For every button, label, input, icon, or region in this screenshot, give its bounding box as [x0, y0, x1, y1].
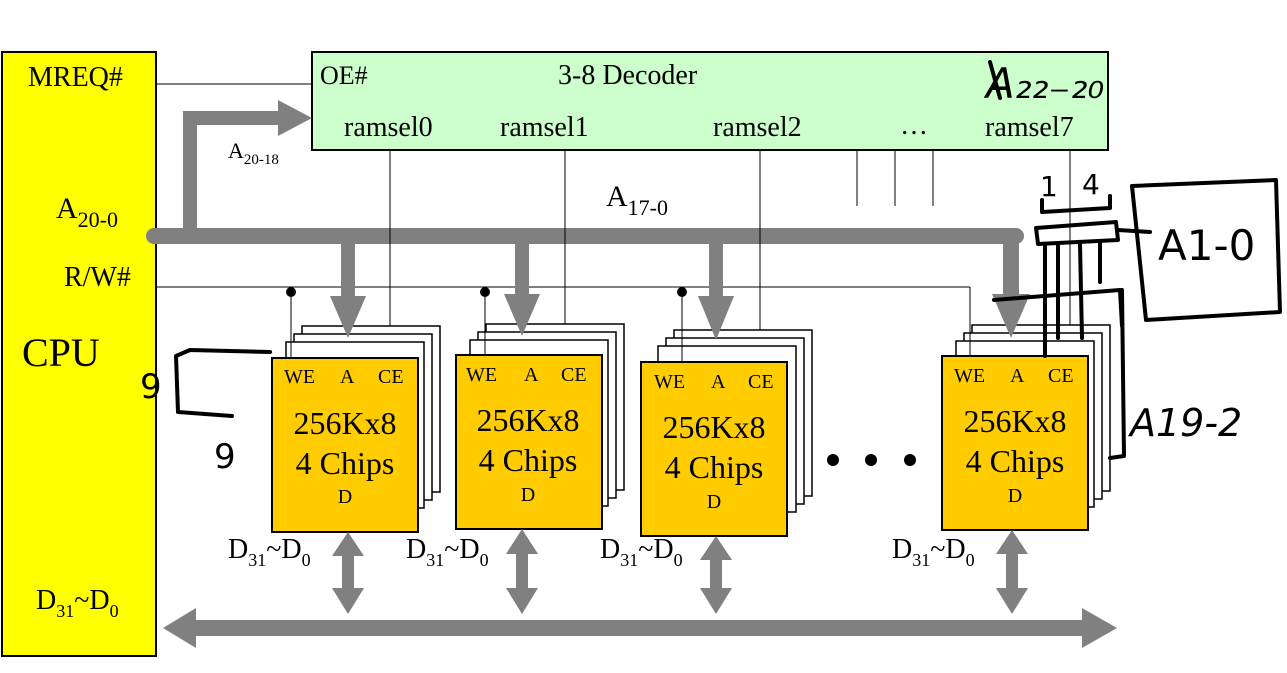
- data-connectors: [332, 529, 1028, 614]
- module-ce-label: CE: [378, 366, 404, 388]
- data-bus: [163, 608, 1117, 648]
- address-drop-arrowhead: [504, 294, 540, 336]
- address-drop-shaft: [341, 240, 355, 296]
- handwritten-9-left: 9: [140, 367, 162, 407]
- module-d-label: D: [338, 486, 352, 508]
- cpu-label: CPU: [22, 330, 100, 375]
- module-chips: 4 Chips: [479, 442, 578, 478]
- addr-pin-label: A20-0: [56, 192, 118, 232]
- handwritten-left-bracket: [174, 348, 272, 418]
- mreq-pin-label: MREQ#: [28, 62, 123, 93]
- address-drop-shaft: [515, 240, 529, 294]
- decoder-output-ramsel7: ramsel7: [985, 112, 1074, 143]
- decoder-output-ellipsis: …: [900, 110, 928, 141]
- data-connector-arrow: [506, 529, 538, 614]
- decoder-input-label: A20-18: [228, 138, 279, 168]
- handwritten-bracket: [1040, 194, 1112, 214]
- rw-pin-label: R/W#: [64, 262, 131, 293]
- data-connector-arrow: [996, 530, 1028, 614]
- address-drop-arrowhead: [330, 296, 366, 338]
- module-data-label: D31~D0: [228, 534, 311, 570]
- decoder-input-bus: [183, 111, 282, 236]
- handwritten-tap-box: [1034, 220, 1120, 246]
- module-a-label: A: [1010, 365, 1025, 387]
- module-front: [455, 354, 603, 530]
- module-d-label: D: [1008, 485, 1022, 507]
- handwritten-a22-20: A₂₂₋₂₀: [983, 59, 1104, 108]
- module-data-label: D31~D0: [406, 534, 489, 570]
- data-connector-arrow: [332, 532, 364, 614]
- module-capacity: 256Kx8: [476, 402, 579, 438]
- handwritten-link-to-a1-0: [1116, 228, 1152, 234]
- module-d-label: D: [707, 491, 721, 513]
- module-chips: 4 Chips: [966, 443, 1065, 479]
- module-a-label: A: [524, 364, 539, 386]
- handwritten-a1-0-box: [1130, 178, 1282, 322]
- ellipsis-dot: [865, 454, 877, 466]
- address-drop-shaft: [709, 240, 723, 296]
- address-drops: [330, 236, 1030, 340]
- module-we-label: WE: [284, 366, 315, 388]
- module-we-label: WE: [466, 364, 497, 386]
- module-a-label: A: [340, 366, 355, 388]
- ellipsis-dot: [827, 454, 839, 466]
- module-we-label: WE: [954, 365, 985, 387]
- module-capacity: 256Kx8: [963, 403, 1066, 439]
- decoder-output-ramsel0: ramsel0: [344, 112, 433, 143]
- module-data-label: D31~D0: [892, 534, 975, 570]
- handwritten-1: 1: [1040, 170, 1058, 203]
- module-ce-label: CE: [1048, 365, 1074, 387]
- module-front: [941, 355, 1089, 531]
- handwritten-4: 4: [1082, 168, 1100, 201]
- module-ce-label: CE: [748, 371, 774, 393]
- handwritten-tap-line: [1078, 242, 1084, 340]
- module-a-label: A: [711, 371, 726, 393]
- module-data-label: D31~D0: [600, 534, 683, 570]
- decoder-oe-label: OE#: [320, 61, 368, 90]
- module-d-label: D: [521, 484, 535, 506]
- module-we-label: WE: [654, 371, 685, 393]
- address-bus-label: A17-0: [606, 180, 668, 220]
- data-connector-arrow: [700, 536, 732, 614]
- address-drop-shaft: [1003, 236, 1019, 296]
- memory-module-0: WE A CE 256Kx8 4 Chips D: [271, 325, 441, 533]
- address-drop-arrowhead: [698, 296, 734, 340]
- module-ce-label: CE: [561, 364, 587, 386]
- rw-taps: [286, 287, 971, 362]
- ellipsis-dot: [904, 454, 916, 466]
- handwritten-9-bottom: 9: [214, 437, 236, 477]
- handwritten-a1-0: A1-0: [1158, 221, 1255, 270]
- decoder-output-ramsel2: ramsel2: [713, 112, 802, 143]
- cpu-block: [1, 51, 157, 657]
- module-chips: 4 Chips: [296, 445, 395, 481]
- decoder-block: [311, 51, 1109, 151]
- decoder-title: 3-8 Decoder: [558, 60, 698, 91]
- module-chips: 4 Chips: [665, 449, 764, 485]
- module-capacity: 256Kx8: [662, 409, 765, 445]
- handwritten-annotations: A₂₂₋₂₀ 1 4 A1-0 A19-2 9 9: [140, 59, 1282, 477]
- memory-module-2: WE A CE 256Kx8 4 Chips D: [640, 329, 813, 537]
- decoder-input-arrowhead: [278, 100, 312, 136]
- data-pin-label: D31~D0: [36, 585, 119, 621]
- memory-module-7: WE A CE 256Kx8 4 Chips D: [941, 324, 1111, 531]
- module-capacity: 256Kx8: [293, 405, 396, 441]
- handwritten-a19-2-bracket: [1108, 288, 1126, 460]
- handwritten-a19-2: A19-2: [1127, 401, 1242, 445]
- memory-module-1: WE A CE 256Kx8 4 Chips D: [455, 323, 625, 530]
- module-front: [271, 357, 419, 533]
- decoder-output-ramsel1: ramsel1: [500, 112, 589, 143]
- handwritten-a22-underline: [988, 60, 1002, 100]
- address-drop-arrowhead: [992, 294, 1030, 338]
- module-front: [640, 361, 788, 537]
